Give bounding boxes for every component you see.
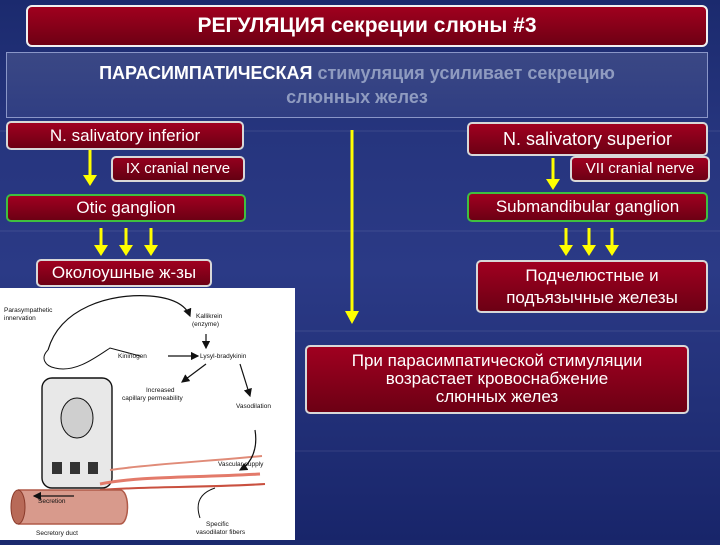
label-increased-1: Increased <box>146 387 175 394</box>
left-ganglion-label: Otic ganglion <box>76 198 176 217</box>
label-kallikrein-2: (enzyme) <box>192 321 219 328</box>
physiology-figure: Parasympathetic innervation Kallikrein (… <box>0 288 295 540</box>
label-vasodilation: Vasodilation <box>236 403 271 410</box>
left-gland-box: Околоушные ж-зы <box>36 259 212 287</box>
arrow-right-gland-2 <box>582 245 596 256</box>
arrow-left-gland-2 <box>119 245 133 256</box>
label-parasympathetic-1: Parasympathetic <box>4 307 53 314</box>
right-gland-box: Подчелюстные и подъязычные железы <box>476 260 708 313</box>
blood-vessel-1 <box>99 472 261 486</box>
right-gland-line1: Подчелюстные и <box>525 266 659 285</box>
left-nucleus-label: N. salivatory inferior <box>49 126 201 145</box>
arrow-center-head <box>345 311 359 324</box>
right-ganglion-box: Submandibular ganglion <box>467 192 708 222</box>
subtitle: ПАРАСИМПАТИЧЕСКАЯ стимуляция усиливает с… <box>6 52 708 118</box>
label-kallikrein-1: Kallikrein <box>196 313 223 320</box>
right-nerve-label: VII cranial nerve <box>585 160 695 177</box>
label-secretion: Secretion <box>38 498 66 505</box>
label-secretory-duct: Secretory duct <box>36 530 78 537</box>
arrow-right-gland-3 <box>605 245 619 256</box>
figure-drawing: Parasympathetic innervation Kallikrein (… <box>4 295 271 537</box>
right-nucleus-box: N. salivatory superior <box>467 122 708 156</box>
arrow-left-gland-1 <box>94 245 108 256</box>
blood-supply-line2: возрастает кровоснабжение <box>385 369 609 388</box>
right-gland-line2: подъязычные железы <box>506 288 678 307</box>
cell-nucleus <box>60 397 94 439</box>
secretory-duct <box>18 489 129 525</box>
arrow-left-nerve-head <box>83 175 97 186</box>
right-ganglion-label: Submandibular ganglion <box>495 197 680 216</box>
label-specific-2: vasodilator fibers <box>196 529 246 536</box>
arrow-left-gland-3 <box>144 245 158 256</box>
arrow-right-nerve-head <box>546 179 560 190</box>
label-vascular-supply: Vascular supply <box>218 461 264 468</box>
left-nerve-box: IX cranial nerve <box>111 156 245 182</box>
left-ganglion-box: Otic ganglion <box>6 194 246 222</box>
blood-supply-line3: слюнных желез <box>435 387 559 406</box>
arrow-right-gland-1 <box>559 245 573 256</box>
right-nucleus-label: N. salivatory superior <box>502 129 673 149</box>
subtitle-rest-line1: стимуляция усиливает секрецию <box>312 63 615 83</box>
blood-supply-line1: При парасимпатической стимуляции <box>351 351 643 370</box>
right-nerve-box: VII cranial nerve <box>570 156 710 182</box>
subtitle-bold-part: ПАРАСИМПАТИЧЕСКАЯ <box>99 63 313 83</box>
label-lysyl-bradykinin: Lysyl-bradykinin <box>200 353 247 360</box>
label-specific-1: Specific <box>206 521 230 528</box>
left-gland-label: Околоушные ж-зы <box>51 263 197 282</box>
label-increased-2: capillary permeability <box>122 395 183 402</box>
blood-supply-box: При парасимпатической стимуляции возраст… <box>305 345 689 414</box>
label-parasympathetic-2: innervation <box>4 315 36 322</box>
label-kininogen: Kininogen <box>118 353 147 360</box>
left-nerve-label: IX cranial nerve <box>125 160 231 177</box>
page-title: РЕГУЛЯЦИЯ секреции слюны #3 <box>26 5 708 47</box>
innervation-fiber <box>47 295 192 351</box>
subtitle-line2: слюнных желез <box>286 87 428 107</box>
left-nucleus-box: N. salivatory inferior <box>6 121 244 150</box>
